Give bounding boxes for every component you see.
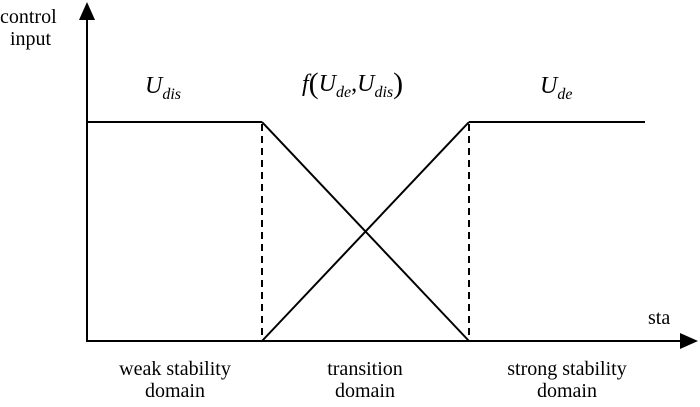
u-de-subscript: de — [557, 86, 573, 103]
arg1-symbol: U — [318, 71, 337, 97]
arg2-subscript: dis — [374, 84, 394, 101]
domain-weak-line2: domain — [145, 380, 205, 402]
domain-strong-stability: strong stability domain — [482, 358, 652, 402]
x-axis-label: sta — [648, 307, 671, 329]
domain-transition: transition domain — [300, 358, 430, 402]
domain-strong-line1: strong stability — [507, 358, 627, 380]
close-paren: ) — [393, 67, 404, 100]
domain-weak-stability: weak stability domain — [95, 358, 255, 402]
y-axis-label-line1: control — [0, 6, 57, 28]
x-axis-arrowhead — [680, 333, 698, 349]
y-axis-label-line2: input — [10, 28, 52, 50]
domain-transition-line2: domain — [335, 380, 395, 402]
open-paren: ( — [308, 67, 319, 100]
f-symbol: f — [302, 71, 309, 97]
domain-weak-line1: weak stability — [119, 358, 231, 380]
arg1-subscript: de — [336, 84, 352, 101]
label-f-transition: f(Ude,Udis) — [302, 67, 404, 107]
label-u-dis: Udis — [145, 72, 181, 109]
comma: , — [351, 71, 358, 97]
label-u-de: Ude — [540, 72, 572, 109]
arg2-symbol: U — [357, 71, 375, 97]
y-axis-label: control input — [0, 6, 76, 50]
domain-strong-line2: domain — [537, 380, 597, 402]
u-de-symbol: U — [540, 73, 558, 99]
u-dis-symbol: U — [145, 73, 163, 99]
u-de-rising-line — [261, 121, 470, 342]
u-dis-subscript: dis — [162, 86, 182, 103]
domain-transition-line1: transition — [327, 358, 403, 380]
y-axis-arrowhead — [79, 2, 95, 20]
